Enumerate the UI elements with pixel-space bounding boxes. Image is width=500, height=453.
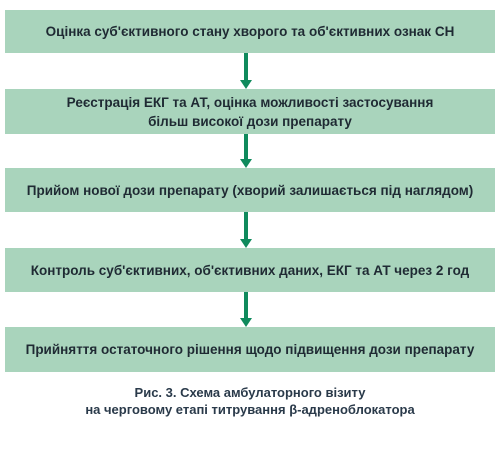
step-3-text: Прийом нової дози препарату (хворий зали… (26, 182, 474, 198)
step-3-box: Прийом нової дози препарату (хворий зали… (5, 168, 495, 212)
step-2-box: Реєстрація ЕКГ та АТ, оцінка можливості … (5, 89, 495, 134)
caption-line-1: Рис. 3. Схема амбулаторного візиту (134, 385, 366, 400)
arrow-down-icon (240, 212, 252, 248)
step-1-text: Оцінка суб'єктивного стану хворого та об… (45, 24, 455, 39)
step-5-text: Прийняття остаточного рішення щодо підви… (25, 342, 475, 357)
step-4-box: Контроль суб'єктивних, об'єктивних даних… (5, 248, 495, 292)
arrow-down-icon (240, 292, 252, 327)
step-2-text-line-2: більш високої дози препарату (148, 113, 352, 129)
step-1-box: Оцінка суб'єктивного стану хворого та об… (5, 10, 495, 53)
step-2-text-line-1: Реєстрація ЕКГ та АТ, оцінка можливості … (66, 94, 434, 110)
step-5-box: Прийняття остаточного рішення щодо підви… (5, 327, 495, 372)
arrow-down-icon (240, 53, 252, 89)
step-4-text: Контроль суб'єктивних, об'єктивних даних… (30, 262, 470, 278)
arrow-down-icon (240, 134, 252, 168)
figure-caption: Рис. 3. Схема амбулаторного візиту на че… (0, 384, 500, 418)
caption-line-2: на черговому етапі титрування β-адренобл… (85, 402, 415, 417)
